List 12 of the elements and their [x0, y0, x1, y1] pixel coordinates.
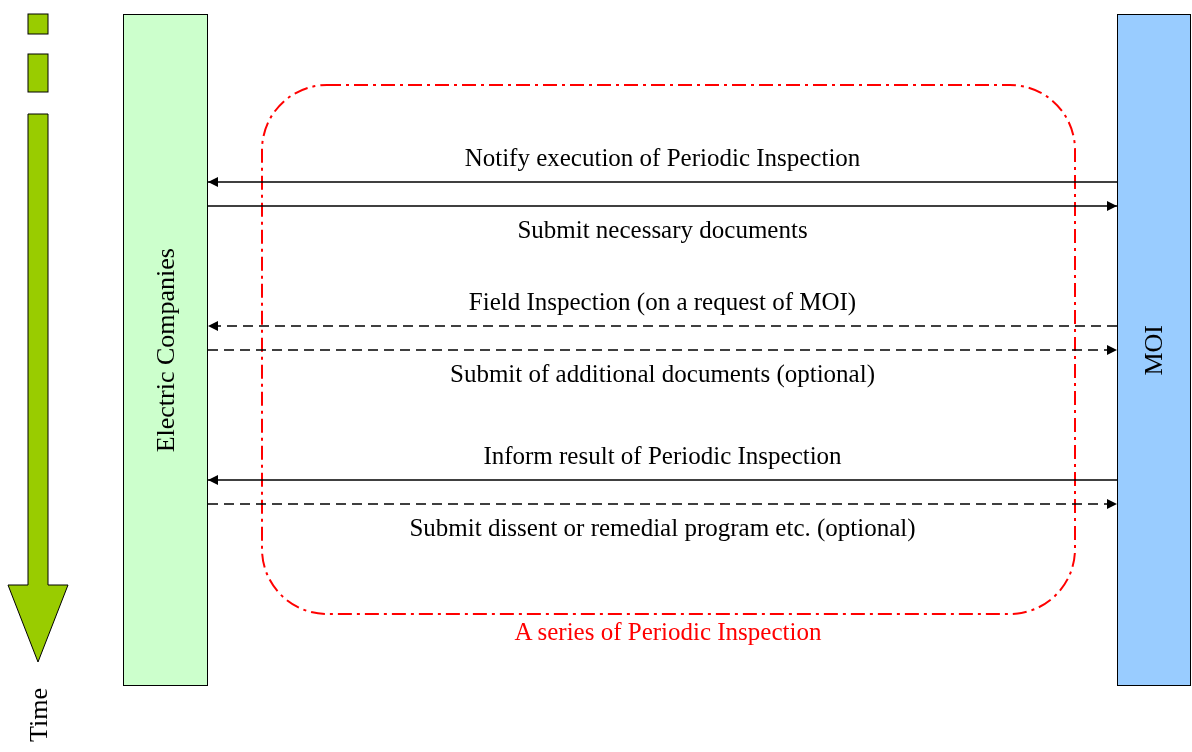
lifeline-bar [123, 14, 208, 686]
arrow [207, 177, 1118, 187]
lifeline-bar [1117, 14, 1191, 686]
arrow [207, 321, 1118, 331]
arrow [207, 475, 1118, 485]
lifeline-label: MOI [1139, 324, 1169, 376]
lifeline-label: Electric Companies [150, 247, 181, 453]
arrow [207, 499, 1118, 509]
frame-label: A series of Periodic Inspection [514, 618, 822, 646]
arrow [207, 345, 1118, 355]
axis-label: Time [24, 688, 54, 742]
arrow [207, 201, 1118, 211]
